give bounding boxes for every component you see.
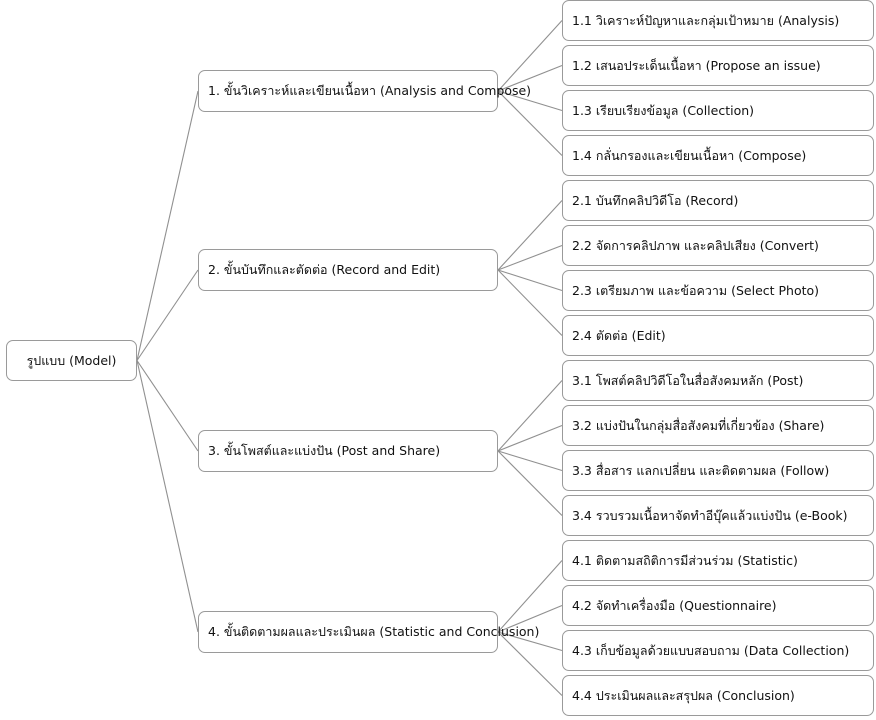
node-leaf-4-3[interactable]: 4.3 เก็บข้อมูลด้วยแบบสอบถาม (Data Collec…: [562, 630, 874, 671]
node-branch-3[interactable]: 3. ขั้นโพสต์และแบ่งปัน (Post and Share): [198, 430, 498, 472]
node-leaf-3-2[interactable]: 3.2 แบ่งปันในกลุ่มสื่อสังคมที่เกี่ยวข้อง…: [562, 405, 874, 446]
node-leaf-4-2[interactable]: 4.2 จัดทำเครื่องมือ (Questionnaire): [562, 585, 874, 626]
connector-branch-4-to-leaf-1: [497, 560, 563, 633]
node-leaf-2-4[interactable]: 2.4 ตัดต่อ (Edit): [562, 315, 874, 356]
node-leaf-4-3-label: 4.3 เก็บข้อมูลด้วยแบบสอบถาม (Data Collec…: [572, 642, 850, 658]
node-leaf-1-4-label: 1.4 กลั่นกรองและเขียนเนื้อหา (Compose): [572, 147, 807, 163]
node-leaf-3-2-label: 3.2 แบ่งปันในกลุ่มสื่อสังคมที่เกี่ยวข้อง…: [572, 417, 825, 433]
node-leaf-2-3[interactable]: 2.3 เตรียมภาพ และข้อความ (Select Photo): [562, 270, 874, 311]
node-leaf-1-2-label: 1.2 เสนอประเด็นเนื้อหา (Propose an issue…: [572, 57, 821, 73]
node-branch-1[interactable]: 1. ขั้นวิเคราะห์และเขียนเนื้อหา (Analysi…: [198, 70, 531, 112]
connector-branch-2-to-leaf-4: [497, 269, 563, 336]
node-leaf-4-4-label: 4.4 ประเมินผลและสรุปผล (Conclusion): [572, 687, 795, 703]
node-leaf-1-4[interactable]: 1.4 กลั่นกรองและเขียนเนื้อหา (Compose): [562, 135, 874, 176]
connector-branch-3-to-leaf-3: [497, 450, 563, 472]
node-leaf-2-4-label: 2.4 ตัดต่อ (Edit): [572, 327, 666, 343]
node-leaf-3-3[interactable]: 3.3 สื่อสาร แลกเปลี่ยน และติดตามผล (Foll…: [562, 450, 874, 491]
node-branch-1-label: 1. ขั้นวิเคราะห์และเขียนเนื้อหา (Analysi…: [208, 83, 532, 99]
node-leaf-2-1-label: 2.1 บันทึกคลิปวิดีโอ (Record): [572, 192, 739, 208]
node-leaf-2-2-label: 2.2 จัดการคลิปภาพ และคลิปเสียง (Convert): [572, 237, 819, 253]
node-leaf-3-1[interactable]: 3.1 โพสต์คลิปวิดีโอในสื่อสังคมหลัก (Post…: [562, 360, 874, 401]
connector-branch-2-to-leaf-3: [497, 269, 563, 292]
node-leaf-3-1-label: 3.1 โพสต์คลิปวิดีโอในสื่อสังคมหลัก (Post…: [572, 372, 804, 388]
node-leaf-1-3-label: 1.3 เรียบเรียงข้อมูล (Collection): [572, 102, 755, 118]
connector-branch-3-to-leaf-2: [497, 424, 563, 452]
connector-branch-3-to-leaf-1: [497, 380, 563, 452]
node-leaf-3-3-label: 3.3 สื่อสาร แลกเปลี่ยน และติดตามผล (Foll…: [572, 462, 830, 478]
node-leaf-2-3-label: 2.3 เตรียมภาพ และข้อความ (Select Photo): [572, 282, 820, 298]
connector-root-to-branch-2: [136, 269, 199, 361]
connector-root-to-branch-1: [136, 90, 199, 361]
connector-branch-1-to-leaf-4: [497, 90, 563, 156]
node-leaf-4-4[interactable]: 4.4 ประเมินผลและสรุปผล (Conclusion): [562, 675, 874, 716]
node-leaf-1-2[interactable]: 1.2 เสนอประเด็นเนื้อหา (Propose an issue…: [562, 45, 874, 86]
connector-root-to-branch-4: [136, 360, 199, 633]
node-leaf-2-2[interactable]: 2.2 จัดการคลิปภาพ และคลิปเสียง (Convert): [562, 225, 874, 266]
connector-branch-2-to-leaf-1: [497, 200, 563, 271]
connector-branch-3-to-leaf-4: [497, 450, 563, 516]
node-leaf-4-2-label: 4.2 จัดทำเครื่องมือ (Questionnaire): [572, 597, 777, 613]
node-leaf-3-4-label: 3.4 รวบรวมเนื้อหาจัดทำอีบุ๊คแล้วแบ่งปัน …: [572, 507, 848, 523]
connector-root-to-branch-3: [136, 360, 199, 452]
node-leaf-4-1[interactable]: 4.1 ติดตามสถิติการมีส่วนร่วม (Statistic): [562, 540, 874, 581]
node-leaf-4-1-label: 4.1 ติดตามสถิติการมีส่วนร่วม (Statistic): [572, 552, 798, 568]
connector-branch-1-to-leaf-1: [497, 20, 563, 92]
node-leaf-2-1[interactable]: 2.1 บันทึกคลิปวิดีโอ (Record): [562, 180, 874, 221]
node-leaf-1-1-label: 1.1 วิเคราะห์ปัญหาและกลุ่มเป้าหมาย (Anal…: [572, 12, 840, 28]
node-leaf-3-4[interactable]: 3.4 รวบรวมเนื้อหาจัดทำอีบุ๊คแล้วแบ่งปัน …: [562, 495, 874, 536]
connector-branch-2-to-leaf-2: [497, 244, 563, 271]
node-branch-2[interactable]: 2. ขั้นบันทึกและตัดต่อ (Record and Edit): [198, 249, 498, 291]
node-root-model[interactable]: รูปแบบ (Model): [6, 340, 137, 381]
node-leaf-1-1[interactable]: 1.1 วิเคราะห์ปัญหาและกลุ่มเป้าหมาย (Anal…: [562, 0, 874, 41]
node-branch-4[interactable]: 4. ขั้นติดตามผลและประเมินผล (Statistic a…: [198, 611, 539, 653]
node-branch-3-label: 3. ขั้นโพสต์และแบ่งปัน (Post and Share): [208, 443, 441, 459]
connector-branch-4-to-leaf-4: [497, 631, 563, 696]
node-leaf-1-3[interactable]: 1.3 เรียบเรียงข้อมูล (Collection): [562, 90, 874, 131]
node-branch-4-label: 4. ขั้นติดตามผลและประเมินผล (Statistic a…: [208, 624, 540, 640]
node-root-model-label: รูปแบบ (Model): [26, 352, 117, 368]
node-branch-2-label: 2. ขั้นบันทึกและตัดต่อ (Record and Edit): [208, 262, 441, 278]
